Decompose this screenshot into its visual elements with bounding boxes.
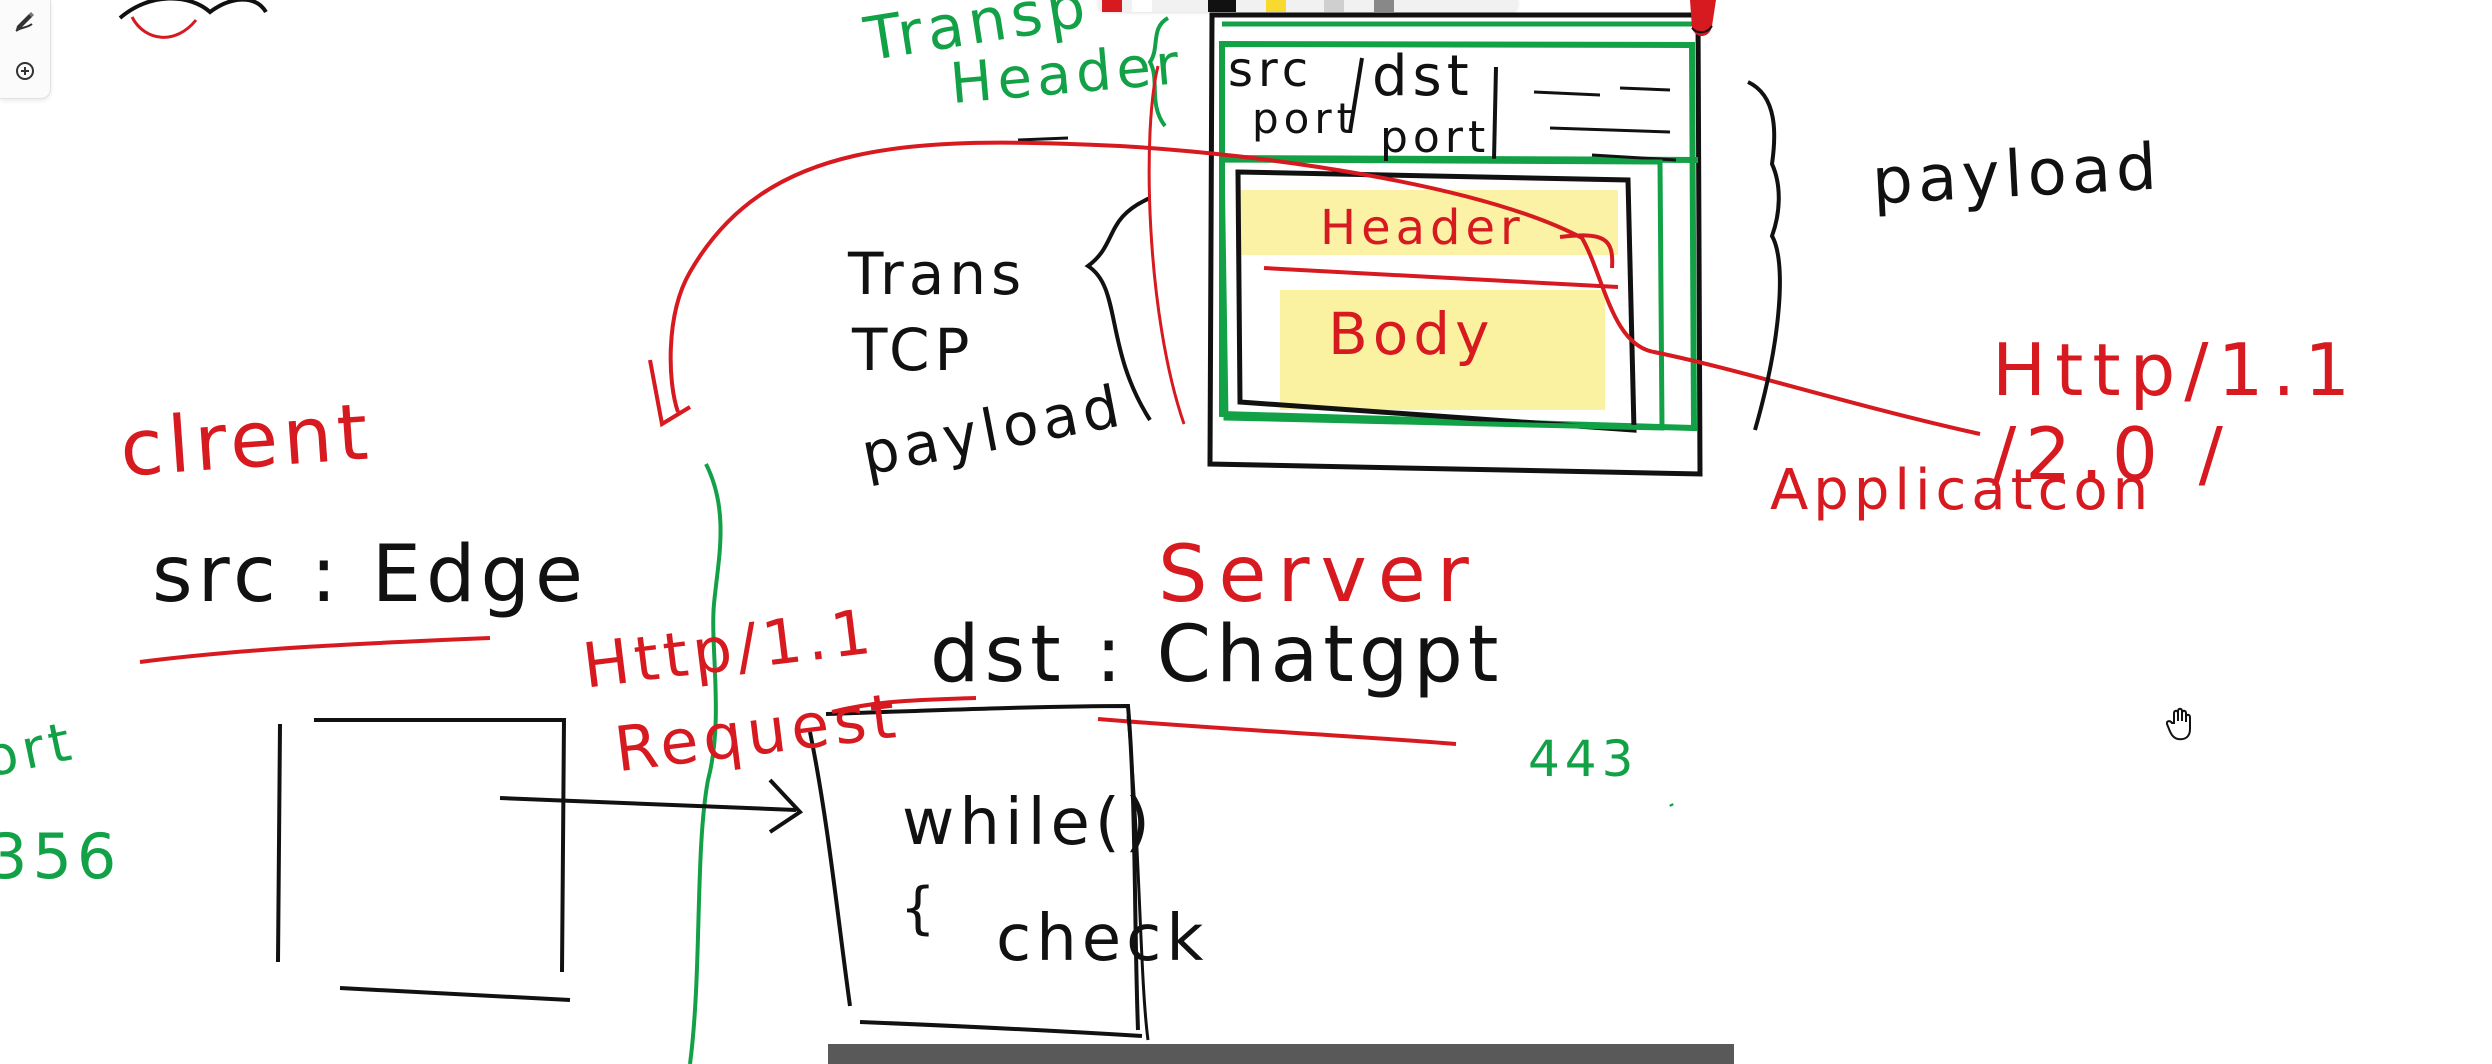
gray-color-swatch[interactable] xyxy=(1324,0,1344,12)
inner-green-box xyxy=(1219,157,1665,431)
white-color-swatch[interactable] xyxy=(1132,0,1152,12)
add-tool-button[interactable] xyxy=(8,54,42,88)
http-versions-label: Http/1.1 /2.0 / xyxy=(1992,328,2360,496)
red-color-swatch[interactable] xyxy=(1102,0,1122,12)
yellow-highlight-header xyxy=(1238,190,1618,255)
server-underline xyxy=(1097,717,1457,746)
small-green-dot xyxy=(1669,803,1674,807)
client-label: clrent xyxy=(117,387,376,495)
server-inner-divider xyxy=(1126,715,1150,1041)
application-label: Applicatcon xyxy=(1770,458,2154,523)
top-color-palette xyxy=(1098,0,1518,12)
packet-outer-box xyxy=(1207,12,1703,477)
plus-circle-icon xyxy=(16,62,34,80)
client-box xyxy=(276,718,571,1002)
black-color-swatch[interactable] xyxy=(1208,0,1236,12)
body-red-bracket xyxy=(1559,233,1615,269)
request-arrow xyxy=(499,796,797,812)
pen-tool-button[interactable] xyxy=(8,2,42,36)
dst-port-label-1: dst xyxy=(1372,44,1474,109)
inner-black-box xyxy=(1235,169,1637,433)
left-packet-red-line xyxy=(1147,65,1186,425)
brace-label: { xyxy=(900,876,941,941)
application-red-arc xyxy=(668,140,1981,436)
yellow-highlight-body xyxy=(1280,290,1605,410)
header-extra-lines xyxy=(1533,86,1677,162)
port-divider-1 xyxy=(1348,57,1364,133)
left-payload-brace xyxy=(1084,196,1152,422)
yellow-color-swatch[interactable] xyxy=(1266,0,1286,12)
while-label: while() xyxy=(902,786,1155,860)
port-divider-2 xyxy=(1492,66,1498,161)
right-payload-brace xyxy=(1747,80,1782,431)
dst-port-label-2: port xyxy=(1380,112,1491,163)
green-header-brace xyxy=(1147,16,1170,128)
payload-right-label: payload xyxy=(1870,130,2164,220)
application-arrow-head xyxy=(648,359,692,428)
tcp-label: TCP xyxy=(852,316,975,384)
check-label: check xyxy=(996,902,1209,976)
trans-label: Trans xyxy=(848,240,1027,308)
src-port-label-1: src xyxy=(1228,42,1314,98)
partial-black-doodle xyxy=(118,0,268,20)
partial-red-doodle xyxy=(130,16,198,39)
hand-pointer-icon xyxy=(2166,707,2191,741)
header-body-divider xyxy=(1263,266,1619,289)
left-port-number: 356 xyxy=(0,820,122,893)
server-label: Server xyxy=(1158,530,1480,620)
packet-header-label: Header xyxy=(1320,200,1525,256)
packet-body-label: Body xyxy=(1328,300,1495,368)
src-edge-label: src : Edge xyxy=(152,530,589,620)
black-dash-near-header xyxy=(1017,136,1069,142)
dark-gray-color-swatch[interactable] xyxy=(1374,0,1394,12)
src-port-label-2: port xyxy=(1252,94,1359,143)
dst-chatgpt-label: dst : Chatgpt xyxy=(930,610,1504,700)
server-box xyxy=(808,703,1143,1038)
left-toolbar xyxy=(0,0,51,99)
request-arrow-head xyxy=(768,778,804,834)
pen-icon xyxy=(15,12,34,32)
green-number-label: 443 xyxy=(1528,730,1639,788)
red-marker-icon xyxy=(1690,0,1716,37)
network-green-line xyxy=(688,463,723,1064)
server-red-line xyxy=(831,696,977,714)
bottom-caption-bar xyxy=(828,1044,1734,1064)
client-underline xyxy=(139,636,491,664)
